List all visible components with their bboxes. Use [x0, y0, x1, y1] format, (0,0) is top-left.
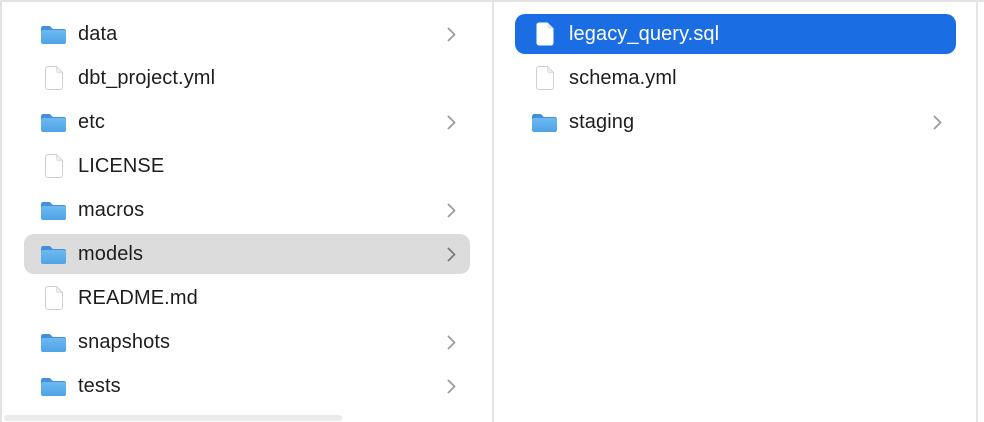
chevron-right-icon	[447, 203, 456, 218]
file-row-schema-yml[interactable]: schema.yml	[515, 58, 956, 98]
folder-name-label: staging	[569, 110, 635, 133]
file-row-staging[interactable]: staging	[515, 102, 956, 142]
file-name-label: legacy_query.sql	[569, 22, 720, 45]
chevron-right-icon	[447, 379, 456, 394]
folder-name-label: etc	[78, 110, 105, 133]
chevron-right-icon	[933, 115, 942, 130]
folder-icon	[40, 197, 67, 223]
file-icon	[531, 21, 558, 47]
folder-icon	[40, 21, 67, 47]
folder-name-label: data	[78, 22, 118, 45]
file-icon	[40, 285, 67, 311]
chevron-right-icon	[447, 115, 456, 130]
file-name-label: schema.yml	[569, 66, 677, 89]
file-row-data[interactable]: data	[24, 14, 470, 54]
column-divider-right[interactable]	[976, 2, 978, 422]
empty-column-sliver	[978, 2, 984, 422]
folder-name-label: macros	[78, 198, 145, 221]
file-row-dbt-project-yml[interactable]: dbt_project.yml	[24, 58, 470, 98]
file-row-snapshots[interactable]: snapshots	[24, 322, 470, 362]
file-name-label: README.md	[78, 286, 198, 309]
folder-icon	[531, 109, 558, 135]
chevron-right-icon	[447, 27, 456, 42]
folder-name-label: models	[78, 242, 144, 265]
file-icon	[40, 65, 67, 91]
file-name-label: LICENSE	[78, 154, 165, 177]
horizontal-scrollbar-thumb[interactable]	[4, 415, 342, 421]
file-icon	[40, 153, 67, 179]
file-row-macros[interactable]: macros	[24, 190, 470, 230]
file-name-label: dbt_project.yml	[78, 66, 216, 89]
column-models-contents: legacy_query.sql schema.yml staging	[494, 2, 976, 422]
folder-icon	[40, 241, 67, 267]
file-icon	[531, 65, 558, 91]
chevron-right-icon	[447, 335, 456, 350]
folder-name-label: snapshots	[78, 330, 171, 353]
file-row-readme-md[interactable]: README.md	[24, 278, 470, 318]
file-row-tests[interactable]: tests	[24, 366, 470, 406]
file-row-etc[interactable]: etc	[24, 102, 470, 142]
file-row-legacy-query-sql[interactable]: legacy_query.sql	[515, 14, 956, 54]
folder-icon	[40, 373, 67, 399]
chevron-right-icon	[447, 247, 456, 262]
column-divider[interactable]	[492, 2, 494, 422]
folder-icon	[40, 329, 67, 355]
folder-icon	[40, 109, 67, 135]
file-row-license[interactable]: LICENSE	[24, 146, 470, 186]
file-row-models[interactable]: models	[24, 234, 470, 274]
folder-name-label: tests	[78, 374, 121, 397]
